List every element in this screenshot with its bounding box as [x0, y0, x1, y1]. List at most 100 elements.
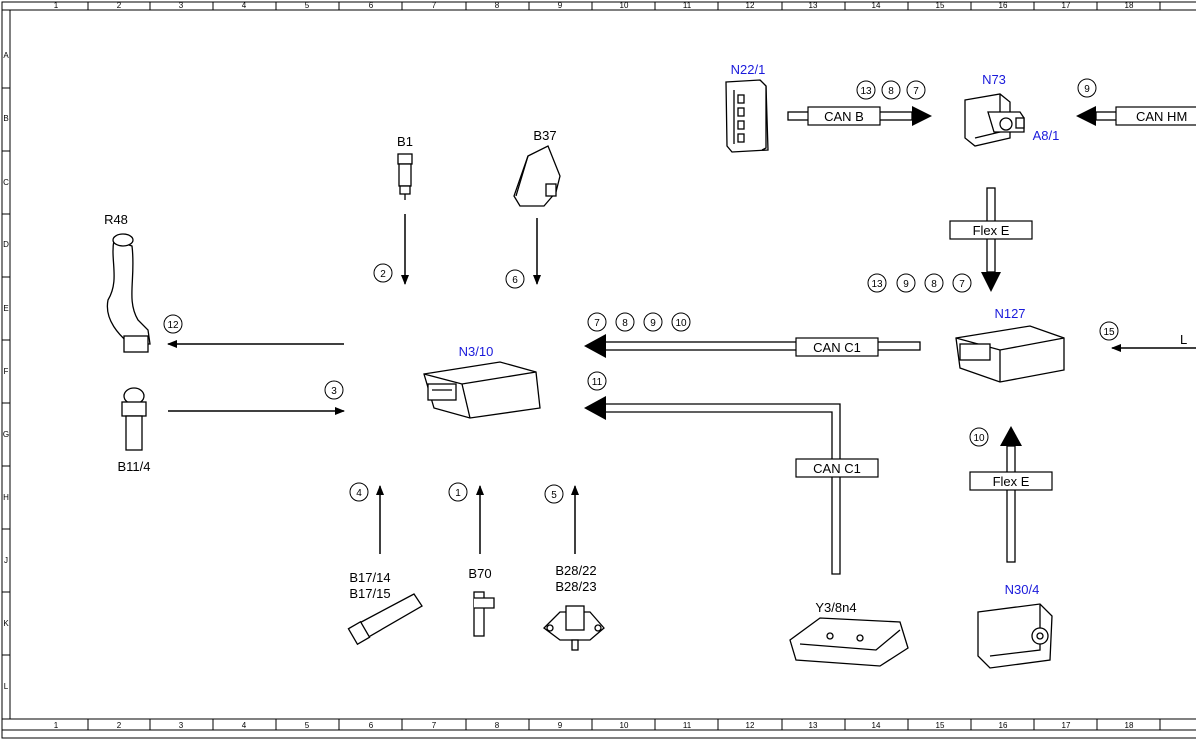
signal-number: 9	[903, 279, 909, 290]
col-label: 1	[54, 1, 59, 10]
n30-4-esp-unit-icon	[977, 603, 1053, 669]
signal-number: 11	[592, 377, 603, 388]
col-label: 10	[620, 1, 629, 10]
signal-number: 8	[622, 318, 628, 329]
signal-number: 6	[512, 275, 518, 286]
col-label: 12	[746, 1, 755, 10]
row-label: K	[3, 619, 9, 628]
y3-8n4-valve-body-icon	[789, 617, 909, 667]
row-label: A	[3, 51, 9, 60]
col-label: 17	[1062, 721, 1071, 730]
col-label: 2	[117, 721, 122, 730]
signal-numbers	[163, 78, 1119, 504]
signal-number: 8	[931, 279, 937, 290]
col-label: 3	[179, 721, 184, 730]
signal-number: 9	[650, 318, 656, 329]
col-label: 16	[999, 1, 1008, 10]
label-b37: B37	[533, 128, 556, 143]
col-label: 5	[305, 1, 310, 10]
flex-e-bottom-bus: Flex E	[969, 426, 1053, 563]
b11-4-coolant-sensor-icon	[121, 387, 147, 451]
col-label: 15	[936, 1, 945, 10]
label-n3-10: N3/10	[459, 344, 494, 359]
label-n127: N127	[994, 306, 1025, 321]
signal-number: 12	[167, 320, 179, 331]
col-label: 6	[369, 1, 374, 10]
row-label: H	[3, 493, 9, 502]
col-label: 13	[809, 721, 818, 730]
label-b1: B1	[397, 134, 413, 149]
b17-sensor-icon	[347, 593, 423, 646]
signal-number: 9	[1084, 84, 1090, 95]
label-n73: N73	[982, 72, 1006, 87]
bus-label-can-c1-upper: CAN C1	[813, 340, 861, 355]
signal-number: 7	[913, 86, 919, 97]
col-label: 4	[242, 1, 247, 10]
label-b28-22: B28/22	[555, 563, 596, 578]
signal-number: 10	[973, 433, 985, 444]
signal-number: 7	[594, 318, 600, 329]
can-hm-bus: CAN HM	[1076, 106, 1196, 126]
can-c1-lower-bus: CAN C1	[584, 396, 879, 575]
col-label: 6	[369, 721, 374, 730]
bus-label-cut: L	[1180, 332, 1187, 347]
signal-number: 1	[455, 488, 461, 499]
label-b17-14: B17/14	[349, 570, 390, 585]
signal-number: 2	[380, 269, 386, 280]
row-label: D	[3, 240, 9, 249]
col-label: 2	[117, 1, 122, 10]
row-label: B	[3, 114, 8, 123]
n73-ignition-switch-icon	[964, 93, 1025, 147]
col-label: 8	[495, 721, 500, 730]
col-label: 11	[683, 721, 692, 730]
label-b28-23: B28/23	[555, 579, 596, 594]
signal-number: 15	[1103, 327, 1115, 338]
col-label: 14	[872, 721, 881, 730]
col-label: 14	[872, 1, 881, 10]
bus-label-can-hm: CAN HM	[1136, 109, 1187, 124]
bus-label-flex-e-top: Flex E	[973, 223, 1010, 238]
col-label: 16	[999, 721, 1008, 730]
signal-number: 4	[356, 488, 362, 499]
col-label: 13	[809, 1, 818, 10]
grid-columns-bottom: 1 2 3 4 5 6 7 8 9 10 11 12 13 14 15 16 1…	[54, 721, 1134, 730]
signal-number: 5	[551, 490, 557, 501]
col-label: 1	[54, 721, 59, 730]
label-a8-1: A8/1	[1033, 128, 1060, 143]
label-y3-8n4: Y3/8n4	[815, 600, 856, 615]
col-label: 7	[432, 1, 437, 10]
label-b70: B70	[468, 566, 491, 581]
signal-number: 10	[675, 318, 687, 329]
col-label: 17	[1062, 1, 1071, 10]
label-b17-15: B17/15	[349, 586, 390, 601]
flex-e-top-bus: Flex E	[949, 187, 1033, 292]
b70-crankshaft-sensor-icon	[473, 591, 495, 637]
signal-number: 13	[871, 279, 883, 290]
label-n22-1: N22/1	[731, 62, 766, 77]
col-label: 18	[1125, 1, 1134, 10]
grid-rows-left: A B C D E F G H J K L	[3, 51, 9, 691]
row-label: G	[3, 430, 9, 439]
signal-number: 8	[888, 86, 894, 97]
can-b-bus: CAN B	[787, 106, 932, 126]
label-r48: R48	[104, 212, 128, 227]
bus-label-can-b: CAN B	[824, 109, 864, 124]
col-label: 15	[936, 721, 945, 730]
col-label: 5	[305, 721, 310, 730]
col-label: 9	[558, 1, 563, 10]
b28-pressure-sensor-icon	[543, 605, 605, 651]
col-label: 9	[558, 721, 563, 730]
col-label: 7	[432, 721, 437, 730]
row-label: J	[4, 556, 8, 565]
row-label: C	[3, 178, 9, 187]
n127-powertrain-control-unit-icon	[955, 325, 1065, 383]
bus-label-flex-e-bottom: Flex E	[993, 474, 1030, 489]
signal-number: 13	[860, 86, 872, 97]
grid-columns-top: 1 2 3 4 5 6 7 8 9 10 11 12 13 14 15 16 1…	[54, 1, 1134, 10]
row-label: E	[3, 304, 8, 313]
signal-number: 7	[959, 279, 965, 290]
label-b11-4: B11/4	[117, 459, 150, 474]
signal-number-labels: 13 8 7 9 13 9 8 7 7 8 9 10 11 12 3 2 6 4…	[167, 84, 1115, 501]
